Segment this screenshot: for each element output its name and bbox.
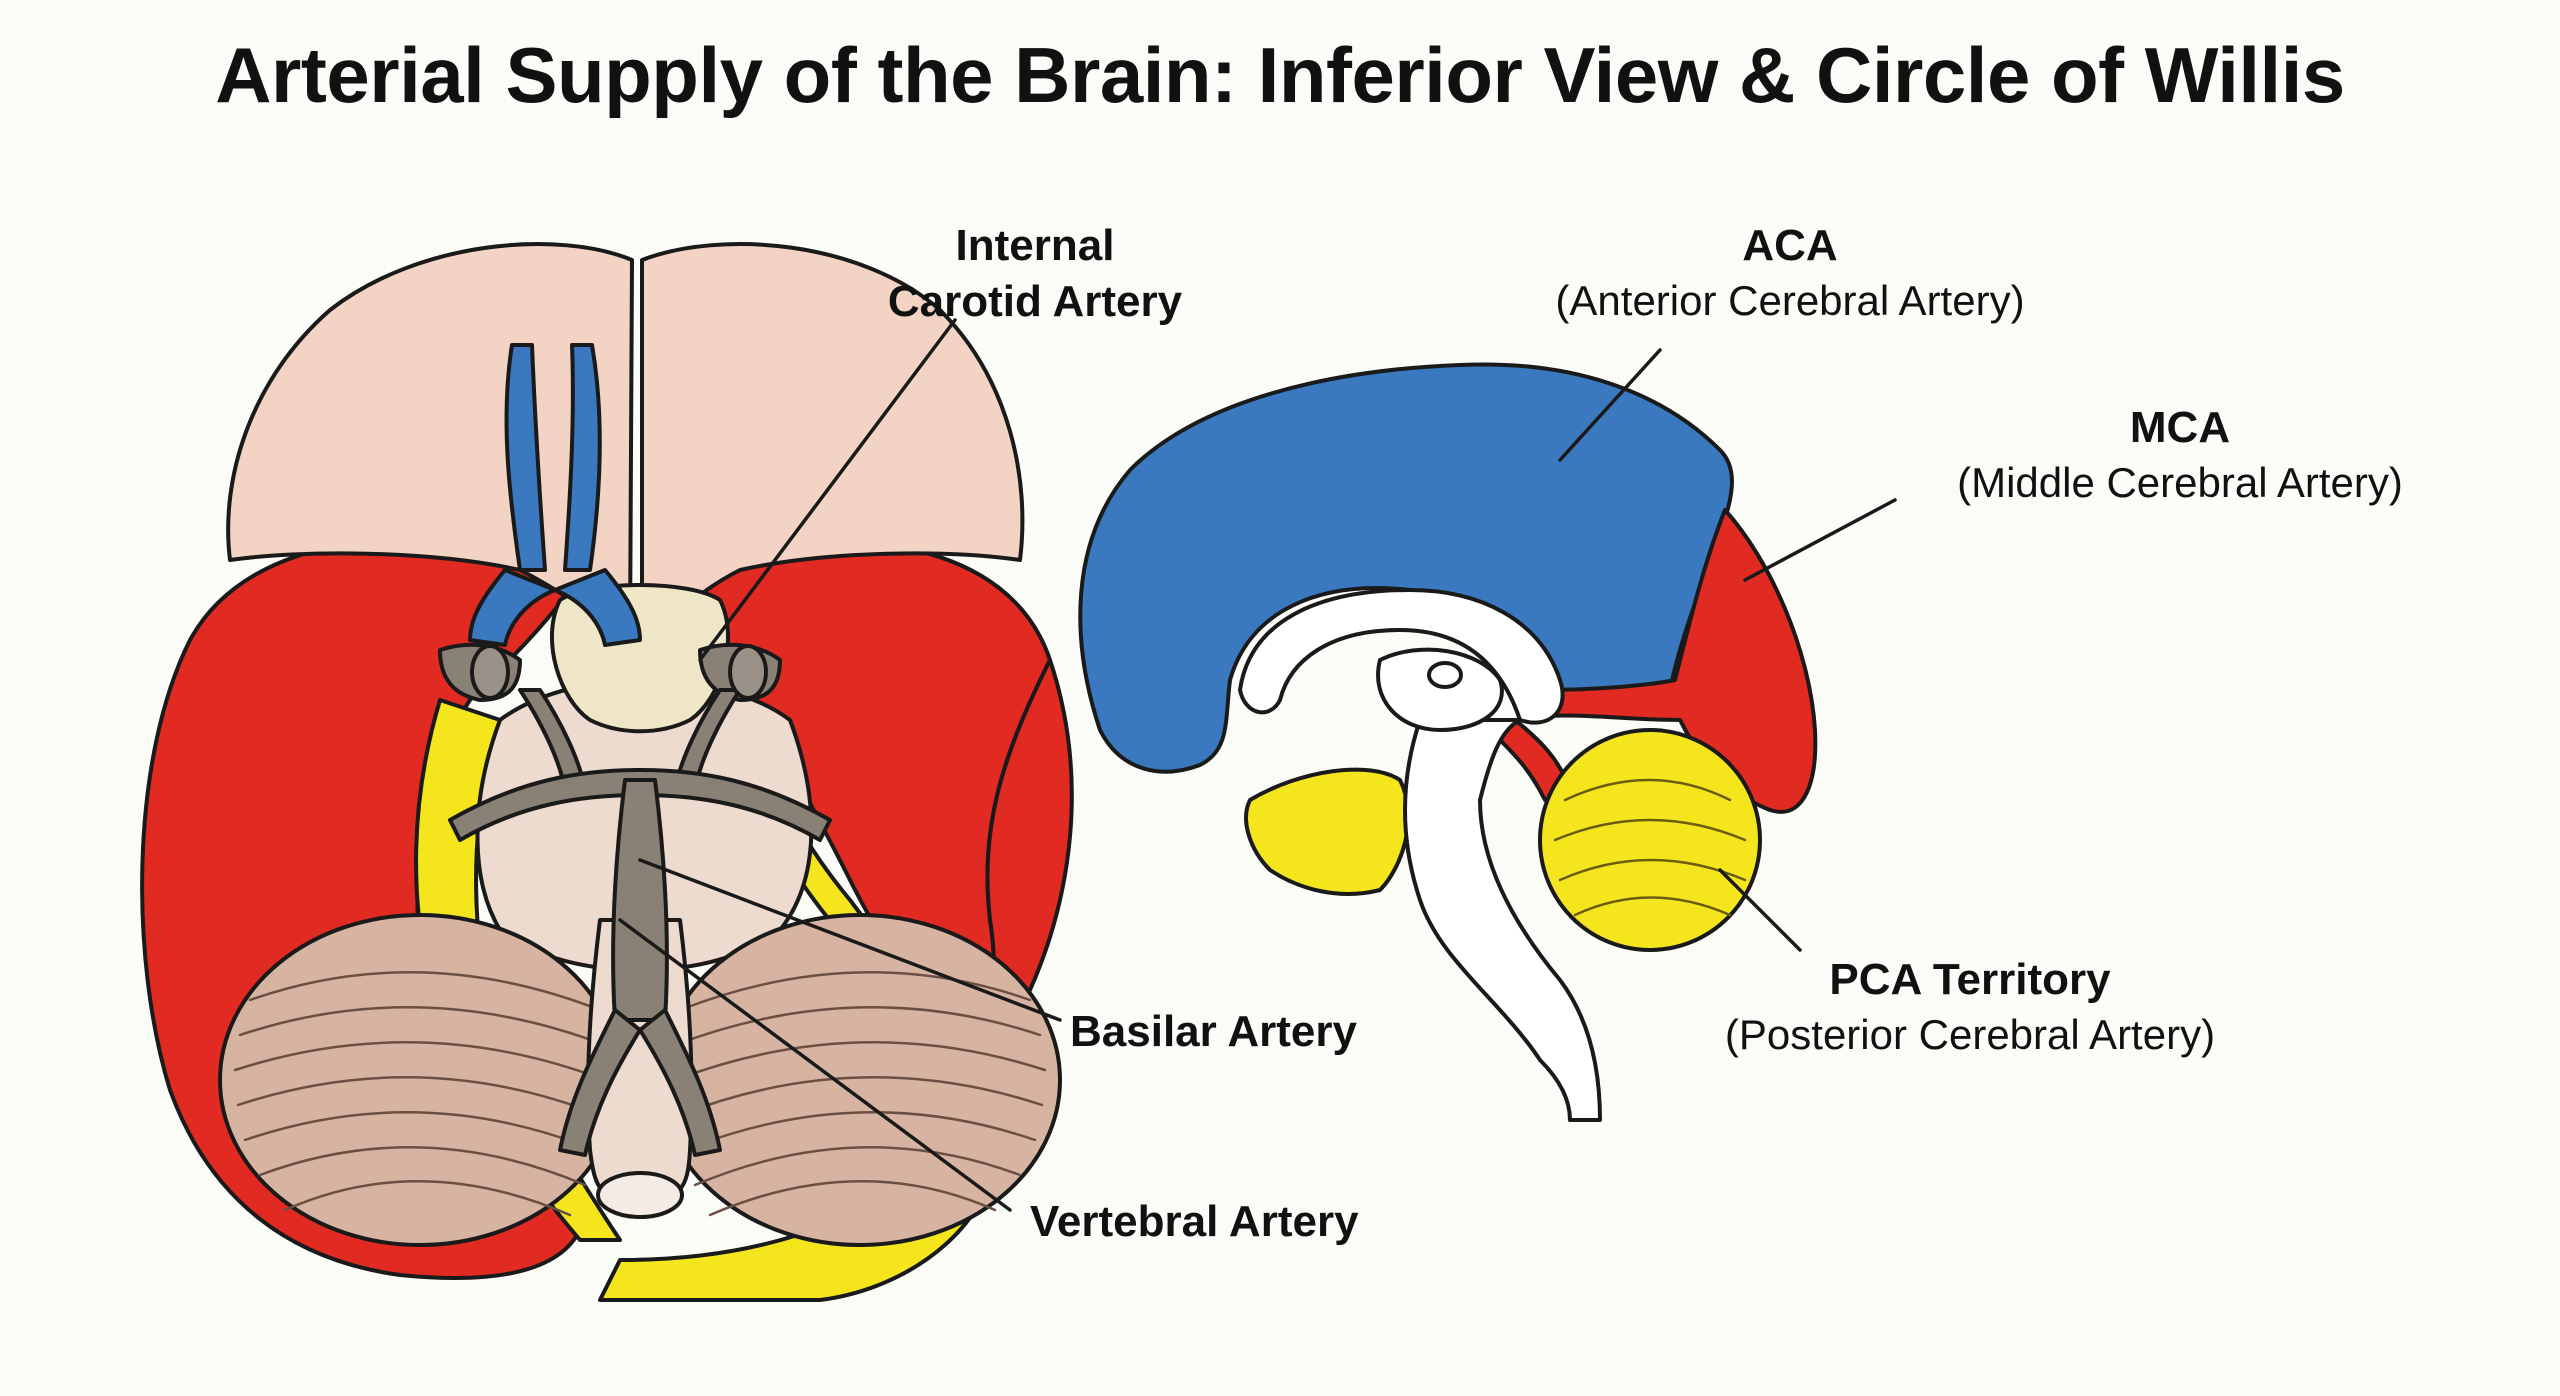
third-ventricle xyxy=(1427,661,1463,689)
aca-label-full: (Anterior Cerebral Artery) xyxy=(1555,277,2025,325)
pca-inferior-region xyxy=(1244,767,1411,896)
pca-label-abbr: PCA Territory xyxy=(1829,955,2111,1004)
left-ica-cut xyxy=(470,644,510,700)
sagittal-view xyxy=(1078,362,1818,1122)
mca-label: MCA (Middle Cerebral Artery) xyxy=(1900,400,2460,510)
corpus-callosum xyxy=(1238,588,1565,725)
mca-leader-line xyxy=(1743,498,1897,582)
internal-carotid-label-line2: Carotid Artery xyxy=(887,277,1183,327)
basilar-label: Basilar Artery xyxy=(1070,1007,1357,1056)
vertebral-label: Vertebral Artery xyxy=(1030,1197,1359,1246)
page-title: Arterial Supply of the Brain: Inferior V… xyxy=(215,31,2345,119)
pca-label-full: (Posterior Cerebral Artery) xyxy=(1724,1011,2216,1059)
aca-label-abbr: ACA xyxy=(1742,221,1838,270)
internal-carotid-label: Internal Carotid Artery xyxy=(880,218,1190,331)
vertebral-leader-line xyxy=(618,918,1012,1212)
right-ica-cut xyxy=(728,644,768,700)
pca-leader-line xyxy=(1718,868,1802,952)
pca-cerebellum-region xyxy=(1538,728,1762,952)
pca-label: PCA Territory (Posterior Cerebral Artery… xyxy=(1660,952,2280,1062)
leader-lines xyxy=(618,318,1897,1212)
brainstem-sagittal xyxy=(1403,718,1602,1122)
aca-leader-line xyxy=(1558,348,1662,462)
mca-territory-region xyxy=(1518,508,1818,814)
anterior-cerebral-arteries xyxy=(468,343,642,647)
basilar-leader-line xyxy=(638,858,1062,1022)
inferior-view xyxy=(140,242,1074,1302)
mca-label-abbr: MCA xyxy=(2129,403,2231,452)
cerebellum xyxy=(218,913,1062,1247)
ica-leader-line xyxy=(698,318,957,662)
aca-label: ACA (Anterior Cerebral Artery) xyxy=(1500,218,2080,328)
right-frontal-lobe xyxy=(640,242,1025,642)
spinal-cord-cut xyxy=(596,1171,684,1219)
thalamus xyxy=(1376,647,1504,732)
internal-carotid-label-line1: Internal xyxy=(955,221,1115,270)
mca-label-full: (Middle Cerebral Artery) xyxy=(1957,459,2403,507)
